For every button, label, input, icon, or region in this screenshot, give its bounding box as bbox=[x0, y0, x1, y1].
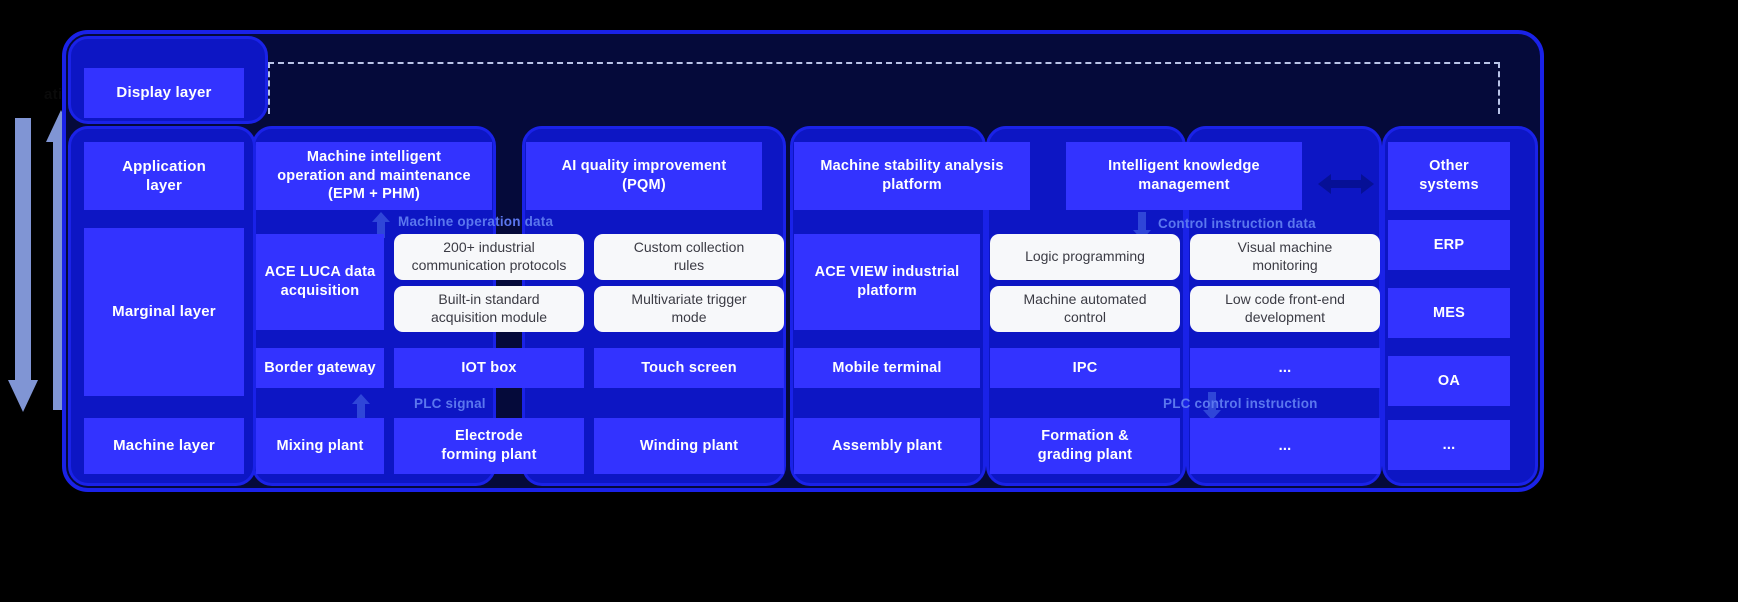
layer-label-marginal: Marginal layer bbox=[84, 228, 244, 396]
device-node-touch-screen[interactable]: Touch screen bbox=[594, 348, 784, 388]
marginal-feature-logic-programming[interactable]: Logic programming bbox=[990, 234, 1180, 280]
external-node-oa[interactable]: OA bbox=[1388, 356, 1510, 406]
app-node-pqm[interactable]: AI quality improvement (PQM) bbox=[526, 142, 762, 210]
layer-label-machine: Machine layer bbox=[84, 418, 244, 474]
display-layer-connector-rail bbox=[268, 62, 1500, 114]
external-node-more[interactable]: ... bbox=[1388, 420, 1510, 470]
marginal-feature-custom-collection[interactable]: Custom collection rules bbox=[594, 234, 784, 280]
marginal-feature-trigger-mode[interactable]: Multivariate trigger mode bbox=[594, 286, 784, 332]
app-node-knowledge-management[interactable]: Intelligent knowledge management bbox=[1066, 142, 1302, 210]
flow-label-machine-operation-data: Machine operation data bbox=[398, 214, 554, 229]
machine-node-mixing-plant[interactable]: Mixing plant bbox=[256, 418, 384, 474]
machine-node-more[interactable]: ... bbox=[1190, 418, 1380, 474]
external-node-erp[interactable]: ERP bbox=[1388, 220, 1510, 270]
flow-label-plc-signal: PLC signal bbox=[414, 396, 486, 411]
app-node-epm-phm[interactable]: Machine intelligent operation and mainte… bbox=[256, 142, 492, 210]
downward-flow-arrow bbox=[8, 118, 38, 415]
app-node-stability-analysis[interactable]: Machine stability analysis platform bbox=[794, 142, 1030, 210]
device-node-more[interactable]: ... bbox=[1190, 348, 1380, 388]
machine-node-assembly-plant[interactable]: Assembly plant bbox=[794, 418, 980, 474]
external-node-other-systems[interactable]: Other systems bbox=[1388, 142, 1510, 210]
machine-node-electrode-forming[interactable]: Electrode forming plant bbox=[394, 418, 584, 474]
flow-label-control-instruction-data: Control instruction data bbox=[1158, 216, 1316, 231]
layer-label-display: Display layer bbox=[84, 68, 244, 118]
layer-label-application: Application layer bbox=[84, 142, 244, 210]
device-node-iot-box[interactable]: IOT box bbox=[394, 348, 584, 388]
marginal-feature-low-code[interactable]: Low code front-end development bbox=[1190, 286, 1380, 332]
marginal-node-ace-luca[interactable]: ACE LUCA data acquisition bbox=[256, 234, 384, 330]
bidirectional-arrow-icon bbox=[1318, 174, 1374, 194]
device-node-mobile-terminal[interactable]: Mobile terminal bbox=[794, 348, 980, 388]
marginal-feature-builtin-module[interactable]: Built-in standard acquisition module bbox=[394, 286, 584, 332]
marginal-feature-visual-monitoring[interactable]: Visual machine monitoring bbox=[1190, 234, 1380, 280]
marginal-feature-protocols[interactable]: 200+ industrial communication protocols bbox=[394, 234, 584, 280]
external-node-mes[interactable]: MES bbox=[1388, 288, 1510, 338]
device-node-ipc[interactable]: IPC bbox=[990, 348, 1180, 388]
device-node-border-gateway[interactable]: Border gateway bbox=[256, 348, 384, 388]
marginal-node-ace-view[interactable]: ACE VIEW industrial platform bbox=[794, 234, 980, 330]
machine-node-formation-grading[interactable]: Formation & grading plant bbox=[990, 418, 1180, 474]
flow-label-plc-control-instruction: PLC control instruction bbox=[1163, 396, 1318, 411]
machine-node-winding-plant[interactable]: Winding plant bbox=[594, 418, 784, 474]
marginal-feature-automated-control[interactable]: Machine automated control bbox=[990, 286, 1180, 332]
